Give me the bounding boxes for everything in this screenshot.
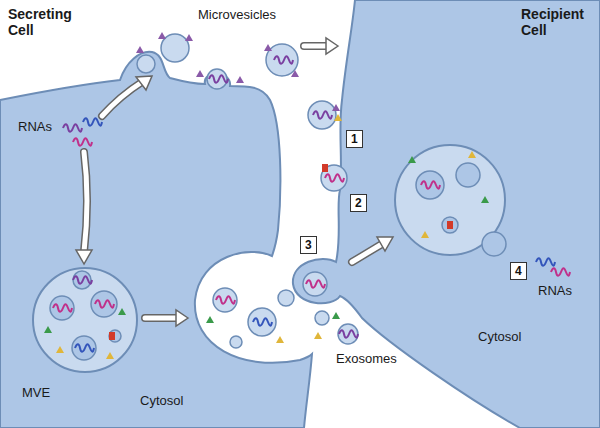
multivesicular-endosome: [33, 268, 137, 372]
callout-number: 3: [300, 236, 317, 254]
vesicle-label: Microvesicles: [198, 8, 308, 23]
organelle-label: MVE: [22, 386, 72, 401]
compartment-label: Cytosol: [478, 330, 548, 345]
callout-number: 4: [510, 262, 527, 280]
vesicle-label: Exosomes: [336, 352, 416, 367]
callout-text: 2: [355, 196, 362, 210]
callout-text: 1: [351, 132, 358, 146]
flow-arrow: [76, 38, 393, 326]
rna-label: RNAs: [18, 120, 62, 135]
secreting-cell: [0, 52, 312, 428]
budding-vesicle: [137, 55, 155, 73]
exosome: [206, 288, 358, 348]
callout-text: 4: [515, 264, 522, 278]
callout-number: 1: [346, 130, 363, 148]
cell-title: Secreting Cell: [8, 6, 88, 38]
microvesicle: [158, 32, 347, 191]
budding-vesicle: [207, 69, 227, 89]
cell-title: Recipient Cell: [521, 6, 597, 38]
compartment-label: Cytosol: [140, 394, 210, 409]
recipient-endosome: [395, 145, 506, 256]
endocytosed-vesicle: [303, 272, 327, 296]
recipient-cell: [293, 0, 600, 428]
rna-label: RNAs: [538, 284, 588, 299]
callout-text: 3: [305, 238, 312, 252]
callout-number: 2: [350, 194, 367, 212]
